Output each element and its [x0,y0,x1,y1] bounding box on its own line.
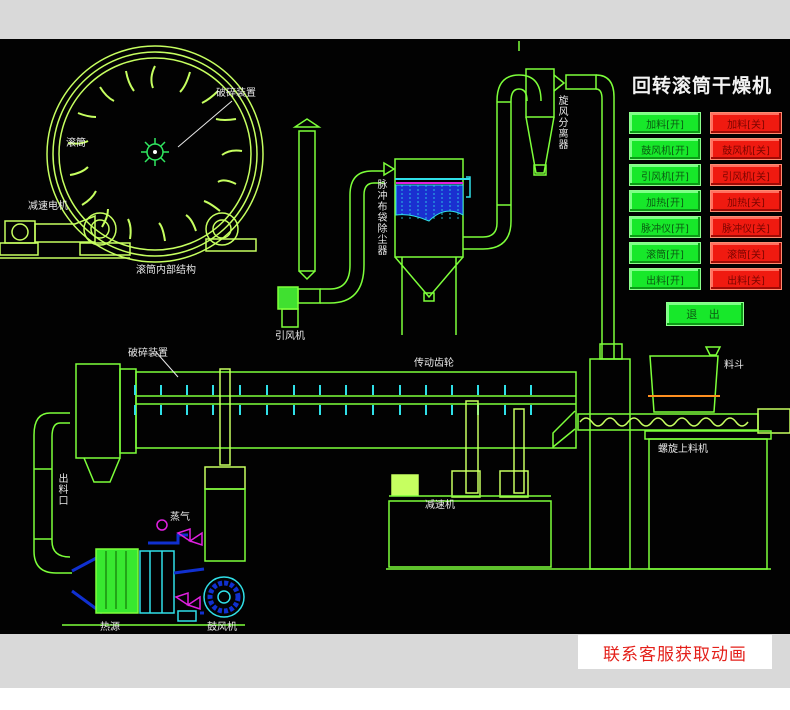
heat-source-blower [62,519,245,626]
label-drum-internal: 滚筒内部结构 [136,265,196,276]
contact-support-link[interactable]: 联系客服获取动画 [578,635,772,669]
label-heat-source: 热源 [100,622,120,633]
drum-on-button[interactable]: 滚筒[开] [629,242,701,264]
label-transmission-gear: 传动齿轮 [414,358,454,369]
label-reducer: 减速机 [425,500,455,511]
induced-fan-off-button[interactable]: 引风机[关] [710,164,782,186]
blower-on-button[interactable]: 鼓风机[开] [629,138,701,160]
main-drum [33,351,577,574]
label-drum: 滚筒 [66,138,86,149]
heating-off-button[interactable]: 加热[关] [710,190,782,212]
label-steam: 蒸气 [170,512,190,523]
discharge-off-button[interactable]: 出料[关] [710,268,782,290]
screw-feeder [386,343,790,570]
lifter-blades [67,65,243,242]
blower-off-button[interactable]: 鼓风机[关] [710,138,782,160]
feed-off-button[interactable]: 加料[关] [710,112,782,134]
discharge-on-button[interactable]: 出料[开] [629,268,701,290]
bag-filter [383,158,471,335]
label-crusher-top: 破碎装置 [216,88,256,99]
reducer-motor [0,212,257,259]
label-blower: 鼓风机 [207,622,237,633]
label-induced-fan: 引风机 [275,331,305,342]
pulse-off-button[interactable]: 脉冲仪[关] [710,216,782,238]
label-reducer-motor: 减速电机 [28,201,68,212]
label-outlet: 出料口 [56,473,67,506]
top-gray-band [0,0,790,39]
scada-panel: 破碎装置 滚筒 减速电机 滚筒内部结构 旋风分离器 脉冲布袋除尘器 引风机 破碎… [0,39,790,634]
label-screw-feeder: 螺旋上料机 [658,444,708,455]
pulse-on-button[interactable]: 脉冲仪[开] [629,216,701,238]
label-hopper: 料斗 [724,360,744,371]
exit-button[interactable]: 退 出 [666,302,744,326]
induced-fan-on-button[interactable]: 引风机[开] [629,164,701,186]
feed-on-button[interactable]: 加料[开] [629,112,701,134]
label-crusher-main: 破碎装置 [128,348,168,359]
induced-fan-stack [277,118,384,328]
crusher-shaft-icon [141,138,169,166]
drum-cross-section [0,45,264,263]
label-bag-filter: 脉冲布袋除尘器 [375,179,386,256]
drum-off-button[interactable]: 滚筒[关] [710,242,782,264]
cyclone-duct [463,41,615,359]
heating-on-button[interactable]: 加热[开] [629,190,701,212]
process-diagram [0,41,790,626]
label-cyclone: 旋风分离器 [556,95,567,150]
crusher-paddles [134,385,532,415]
page-title: 回转滚筒干燥机 [632,75,773,97]
